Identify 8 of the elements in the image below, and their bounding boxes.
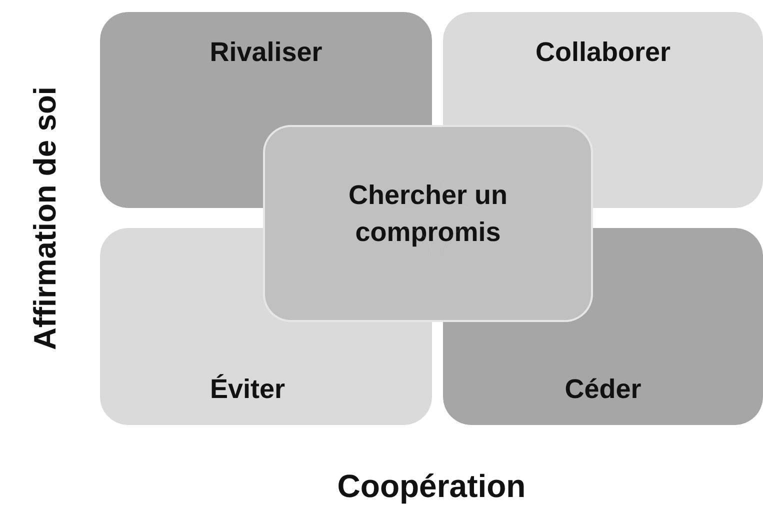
box-label: Collaborer [535, 36, 671, 69]
box-label: Rivaliser [210, 36, 322, 69]
box-label: Céder [564, 372, 642, 406]
axis-label: Coopération [337, 467, 526, 506]
axis-label: Affirmation de soi [26, 86, 64, 350]
box-label: Éviter [210, 372, 286, 406]
box-label: Chercher un compromis [347, 179, 509, 249]
center-box [263, 125, 593, 322]
